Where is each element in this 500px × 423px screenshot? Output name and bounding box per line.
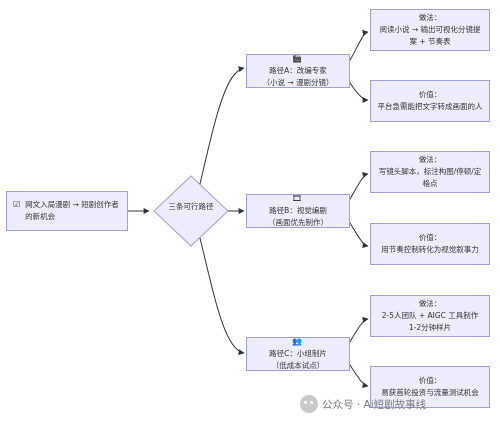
- path-c-how-node: 做法： 2-5人团队 + AIGC 工具制作 1-2分钟样片: [370, 295, 490, 337]
- edge-path-a-to-value: [347, 79, 369, 103]
- path-b-value-heading: 价值：: [418, 233, 442, 242]
- path-a-how-heading: 做法：: [418, 13, 442, 22]
- clapperboard-icon: 🎬: [292, 54, 302, 63]
- path-a-value-node: 价值： 平台急需能把文字转成画面的人: [370, 80, 490, 122]
- path-c-value-text: 易获首轮投资与流量测试机会: [381, 388, 479, 397]
- edge-path-a-to-how: [347, 29, 369, 64]
- path-c-subtitle: （低成本试点）: [271, 361, 325, 370]
- path-b-how-heading: 做法：: [418, 155, 442, 164]
- root-text: 网文入局漫剧 → 短剧创作者的新机会: [25, 200, 119, 221]
- path-b-how-text: 写镜头脚本，标注构图/停顿/定格点: [378, 167, 482, 188]
- path-b-subtitle: （画面优先制作）: [268, 218, 328, 227]
- decision-label: 三条可行路径: [168, 202, 214, 211]
- team-icon: 👥: [292, 337, 302, 346]
- edge-decision-to-path-c: [199, 237, 245, 356]
- edge-path-b-to-value: [347, 219, 369, 249]
- path-b-title: 路径B：视觉编剧: [269, 206, 327, 215]
- watermark-text: 公众号 · Ai短剧故事线: [322, 398, 427, 411]
- path-c-title: 路径C：小组制片: [269, 349, 327, 358]
- edge-path-c-to-how: [347, 316, 369, 346]
- path-a-title: 路径A：改编专家: [269, 66, 327, 75]
- path-b-how-node: 做法： 写镜头脚本，标注构图/停顿/定格点: [370, 151, 490, 193]
- film-strip-icon: 🎞: [291, 194, 303, 203]
- edge-path-b-to-how: [347, 171, 369, 203]
- edge-path-c-to-value: [347, 361, 369, 389]
- edge-decision-to-path-a: [199, 66, 245, 185]
- root-node: ☑ 网文入局漫剧 → 短剧创作者的新机会: [6, 191, 128, 231]
- path-b-node: 🎞 路径B：视觉编剧 （画面优先制作）: [246, 194, 350, 228]
- path-b-value-node: 价值： 用节奏控制转化为视觉叙事力: [370, 223, 490, 265]
- path-a-value-heading: 价值：: [418, 90, 442, 99]
- path-c-how-heading: 做法：: [418, 299, 442, 308]
- path-a-node: 🎬 路径A：改编专家 （小说 → 漫剧分镜）: [246, 54, 350, 88]
- path-a-subtitle: （小说 → 漫剧分镜）: [262, 78, 334, 87]
- path-c-value-node: 价值： 易获首轮投资与流量测试机会: [370, 366, 490, 408]
- watermark: 公众号 · Ai短剧故事线: [300, 392, 500, 416]
- path-c-node: 👥 路径C：小组制片 （低成本试点）: [246, 337, 350, 371]
- wechat-icon: [300, 395, 318, 413]
- path-c-value-heading: 价值：: [418, 376, 442, 385]
- path-c-how-text: 2-5人团队 + AIGC 工具制作 1-2分钟样片: [381, 311, 479, 332]
- path-a-how-text: 阅读小说 → 输出可视化分镜提案 + 节奏表: [379, 25, 481, 46]
- path-a-value-text: 平台急需能把文字转成画面的人: [377, 102, 483, 111]
- decision-diamond: [153, 175, 229, 247]
- checklist-icon: ☑: [13, 200, 21, 209]
- path-a-how-node: 做法： 阅读小说 → 输出可视化分镜提案 + 节奏表: [370, 9, 490, 51]
- path-b-value-text: 用节奏控制转化为视觉叙事力: [381, 245, 479, 254]
